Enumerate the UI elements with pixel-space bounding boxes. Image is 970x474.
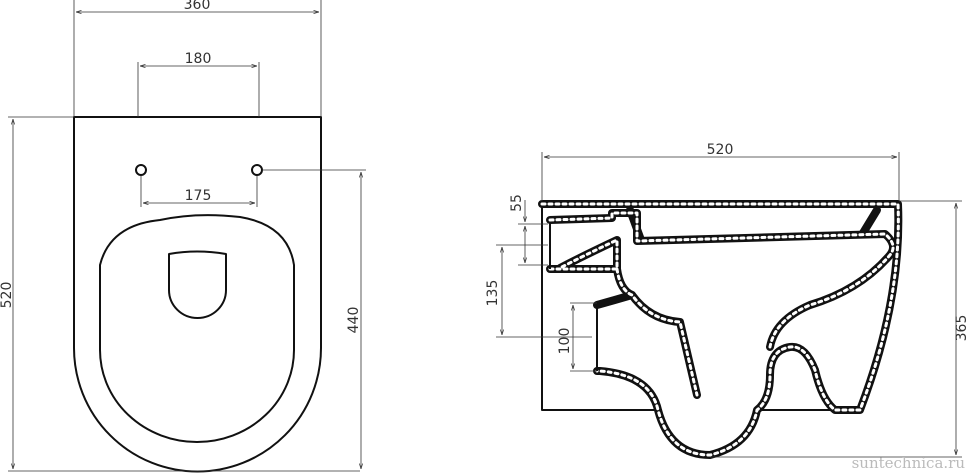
dimension-label-outlet-height: 100 <box>557 328 573 355</box>
dimension-label-hole-to-front: 440 <box>346 307 362 334</box>
dimension-inlet-height: 55 <box>509 194 548 266</box>
dimension-hole-span: 175 <box>140 176 258 207</box>
dimension-label-inlet-height: 55 <box>509 194 525 212</box>
dimension-mount-span: 180 <box>137 51 260 117</box>
dimension-label-side-length: 520 <box>707 142 734 158</box>
dimension-label-hole-span: 175 <box>185 188 212 204</box>
dimension-inlet-to-outlet: 135 <box>485 244 592 338</box>
front-view: 360 180 175 520 440 <box>0 0 366 473</box>
dimension-length: 520 <box>0 116 360 472</box>
mounting-hole-left <box>135 164 147 176</box>
mounting-hole-right <box>251 164 263 176</box>
dimension-side-height: 365 <box>710 200 970 458</box>
dimension-hole-to-front: 440 <box>262 169 366 469</box>
watermark: suntechnica.ru <box>852 454 966 472</box>
dimension-outlet-height: 100 <box>557 302 597 372</box>
dimension-label-mount-span: 180 <box>185 51 212 67</box>
dimension-label-width: 360 <box>184 0 211 13</box>
dimension-width: 360 <box>73 0 322 117</box>
wall-hatching <box>540 202 900 457</box>
dimension-label-inlet-to-outlet: 135 <box>485 280 501 307</box>
side-section-view: 520 55 135 100 365 <box>485 142 970 459</box>
water-hole-outline <box>168 250 227 319</box>
dimension-side-length: 520 <box>541 142 900 201</box>
dimension-label-side-height: 365 <box>954 315 970 342</box>
ceramic-walls <box>538 200 903 459</box>
dimension-label-length: 520 <box>0 282 15 309</box>
seat-opening-outline <box>99 214 295 443</box>
